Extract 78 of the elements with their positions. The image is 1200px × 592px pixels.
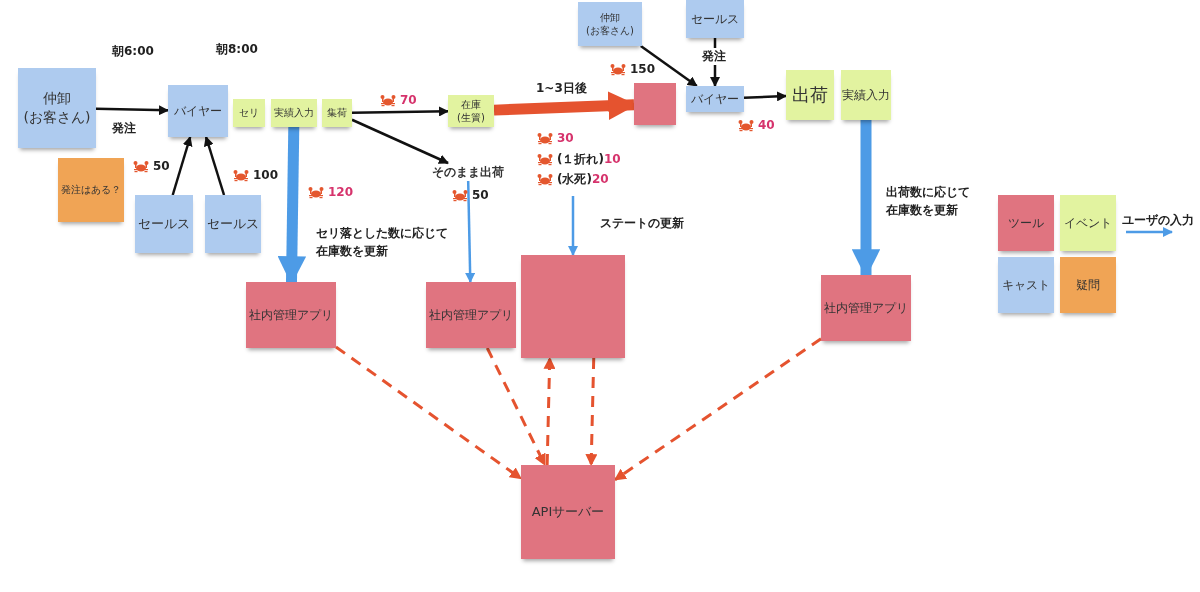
sticky-note [821,275,911,341]
dashed-arrow [335,345,522,480]
legend-text: ツール [1008,214,1044,232]
count-label: 50 [153,158,170,175]
arrow [743,91,787,102]
legend-text: 疑問 [1076,276,1100,294]
count-label: 70 [400,92,417,109]
note-label: セリ落とした数に応じて在庫数を更新 [316,225,449,260]
sticky-note [168,85,228,137]
note-text: セールス [138,215,190,233]
edge-label: 1~3日後 [534,80,589,97]
dashed-arrow [585,357,598,467]
count-label: (１折れ)10 [557,151,621,168]
note-text: 社内管理アプリ [249,306,333,324]
note-text: 在庫 (生簀) [456,97,486,125]
arrow [640,45,698,87]
legend-text: イベント [1064,214,1112,232]
note-text: 仲卸 (お客さん) [22,89,92,127]
note-text: 社内管理アプリ [824,299,908,317]
note-text: APIサーバー [531,503,605,521]
arrow [277,126,307,285]
arrow [171,136,193,196]
sticky-note [634,83,676,125]
legend-text: ユーザの入力 [1122,212,1194,229]
arrow [465,180,476,283]
edge-label: 発注 [700,48,728,65]
sticky-note [135,195,193,253]
note-text: セールス [207,215,259,233]
arrow [203,136,226,196]
dashed-arrow [543,356,556,466]
sticky-note [233,99,265,127]
note-text: バイヤー [174,102,222,120]
sticky-note [426,282,516,348]
sticky-note [521,465,615,559]
note-text: セリ [239,106,259,120]
count-label: (水死)20 [557,171,609,188]
sticky-note [686,0,744,38]
sticky-note [521,255,625,358]
note-label: ステートの更新 [600,215,684,232]
dashed-arrow [485,347,547,467]
note-text: 社内管理アプリ [429,306,513,324]
count-label: 50 [472,187,489,204]
note-text: 仲卸 (お客さん) [585,10,635,38]
count-label: 150 [630,61,656,78]
count-label: 120 [328,184,354,201]
sticky-note [578,2,642,46]
sticky-note [246,282,336,348]
sticky-note [58,158,124,222]
note-text: 実績入力 [274,106,314,120]
note-text: バイヤー [691,90,739,108]
arrow [851,120,881,278]
note-text: セールス [691,10,739,28]
count-label: 40 [758,117,775,134]
note-label: 朝8:00 [216,41,258,58]
note-label: 出荷数に応じて在庫数を更新 [886,184,971,219]
flow-label: そのまま出荷 [432,163,504,181]
note-text: 出荷 [792,82,828,107]
note-text: 発注はある？ [61,183,121,197]
sticky-note [448,95,494,127]
count-label: 100 [253,167,279,184]
arrow [95,105,169,116]
note-text: 実績入力 [842,86,890,104]
legend-text: キャスト [1002,276,1050,294]
edge-label: 発注 [110,120,138,137]
sticky-note [786,70,834,120]
sticky-note [322,99,352,127]
arrow [351,106,449,117]
arrow [351,118,449,165]
note-label: 朝6:00 [112,43,154,60]
arrow [568,196,578,256]
sticky-note [271,99,317,127]
sticky-note [18,68,96,148]
sticky-note [205,195,261,253]
sticky-note [841,70,891,120]
note-text: 集荷 [327,106,347,120]
count-label: 30 [557,130,574,147]
sticky-note [686,86,744,112]
dashed-arrow [614,337,822,482]
